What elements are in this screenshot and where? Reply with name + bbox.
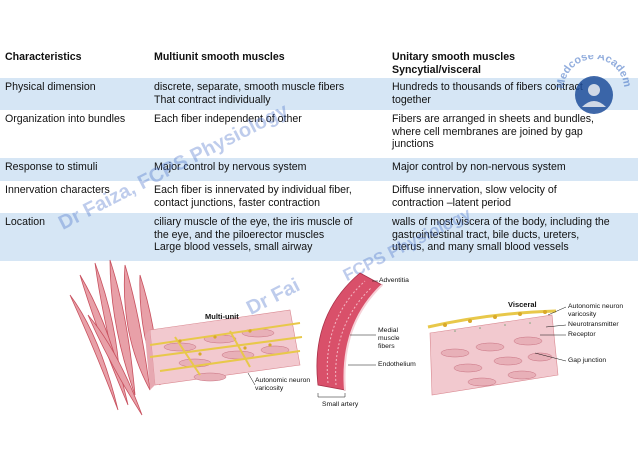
header-unitary: Unitary smooth muscles Syncytial/viscera… <box>388 48 638 78</box>
label-line: Autonomic neuron <box>255 377 311 384</box>
cell-line: contact junctions, faster contraction <box>154 196 321 209</box>
row-characteristic: Organization into bundles <box>5 113 126 125</box>
row-unitary: Diffuse innervation, slow velocity of co… <box>388 181 638 213</box>
gap-junction-label: Gap junction <box>568 357 607 364</box>
visceral-illustration <box>427 306 567 396</box>
cell-line: Large blood vessels, small airway <box>154 241 313 254</box>
cell-line: where cell membranes are joined by gap <box>392 125 583 138</box>
autonomic-neuron-varicosity-label-left: Autonomic neuron varicosity <box>255 377 310 393</box>
cell-line: Each fiber is innervated by individual f… <box>154 184 352 196</box>
header-characteristics: Characteristics <box>5 51 82 63</box>
row-multiunit: Each fiber independent of other <box>148 110 388 158</box>
figure-drawing <box>69 259 567 416</box>
row-unitary: Fibers are arranged in sheets and bundle… <box>388 110 638 158</box>
label-line: varicosity <box>255 385 284 392</box>
header-unitary-line1: Unitary smooth muscles <box>392 51 516 63</box>
cell-line: walls of most viscera of the body, inclu… <box>392 216 610 228</box>
comparison-table: Characteristics Multiunit smooth muscles… <box>0 46 638 261</box>
receptor-label: Receptor <box>568 331 596 338</box>
row-multiunit: discrete, separate, smooth muscle fibers… <box>148 78 388 110</box>
row-unitary: Hundreds to thousands of fibers contract… <box>388 78 638 110</box>
medial-muscle-fibers-label: Medial muscle fibers <box>378 327 400 351</box>
cell-line: Major control by nervous system <box>154 161 307 173</box>
cell-line: Major control by non-nervous system <box>392 161 566 173</box>
academy-logo: Medcose Academics <box>549 46 636 139</box>
table-row: Physical dimension discrete, separate, s… <box>0 78 638 110</box>
row-characteristic: Physical dimension <box>5 81 96 93</box>
cell-line: discrete, separate, smooth muscle fibers <box>154 81 345 93</box>
label-line: Medial <box>378 327 399 334</box>
row-characteristic: Innervation characters <box>5 184 110 196</box>
row-characteristic: Location <box>5 216 46 228</box>
label-line: Autonomic neuron <box>568 303 624 310</box>
label-line: varicosity <box>568 311 597 318</box>
table-row: Location ciliary muscle of the eye, the … <box>0 213 638 261</box>
cell-line: Fibers are arranged in sheets and bundle… <box>392 113 594 125</box>
label-line: muscle <box>378 335 400 342</box>
cell-line: junctions <box>392 138 434 151</box>
visceral-title: Visceral <box>508 300 537 309</box>
table-row: Organization into bundles Each fiber ind… <box>0 110 638 158</box>
multi-unit-illustration <box>145 309 303 390</box>
endothelium-label: Endothelium <box>378 361 416 368</box>
cell-line: together <box>392 93 431 106</box>
adventitia-label: Adventitia <box>379 277 409 284</box>
neurotransmitter-label: Neurotransmitter <box>568 321 619 328</box>
cell-line: uterus, and many small blood vessels <box>392 241 569 254</box>
label-line: fibers <box>378 343 395 350</box>
cell-line: Each fiber independent of other <box>154 113 302 125</box>
multi-unit-title: Multi-unit <box>205 312 239 321</box>
table-header-row: Characteristics Multiunit smooth muscles… <box>0 46 638 78</box>
cell-line: the eye, and the piloerector muscles <box>154 228 325 241</box>
logo-graphic: Medcose Academics <box>549 46 633 114</box>
row-multiunit: Each fiber is innervated by individual f… <box>148 181 388 213</box>
cell-line: That contract individually <box>154 93 271 106</box>
user-silhouette-body-icon <box>582 101 606 107</box>
small-artery-illustration <box>316 272 383 398</box>
row-multiunit: Major control by nervous system <box>148 158 388 181</box>
row-unitary: walls of most viscera of the body, inclu… <box>388 213 638 261</box>
table-row: Response to stimuli Major control by ner… <box>0 158 638 181</box>
header-multiunit: Multiunit smooth muscles <box>154 51 285 63</box>
cell-line: Hundreds to thousands of fibers contract <box>392 81 583 93</box>
cell-line: ciliary muscle of the eye, the iris musc… <box>154 216 353 228</box>
smooth-muscle-figure: Multi-unit Autonomic neuron varicosity A… <box>0 255 638 451</box>
table-row: Innervation characters Each fiber is inn… <box>0 181 638 213</box>
header-unitary-line2: Syncytial/visceral <box>392 63 481 76</box>
autonomic-neuron-varicosity-label-right: Autonomic neuron varicosity <box>568 303 623 319</box>
small-artery-label: Small artery <box>322 401 359 408</box>
cell-line: contraction –latent period <box>392 196 511 209</box>
row-multiunit: ciliary muscle of the eye, the iris musc… <box>148 213 388 261</box>
row-characteristic: Response to stimuli <box>5 161 98 173</box>
cell-line: Diffuse innervation, slow velocity of <box>392 184 557 196</box>
cell-line: gastrointestinal tract, bile ducts, uret… <box>392 228 580 241</box>
user-silhouette-icon <box>588 84 600 96</box>
row-unitary: Major control by non-nervous system <box>388 158 638 181</box>
